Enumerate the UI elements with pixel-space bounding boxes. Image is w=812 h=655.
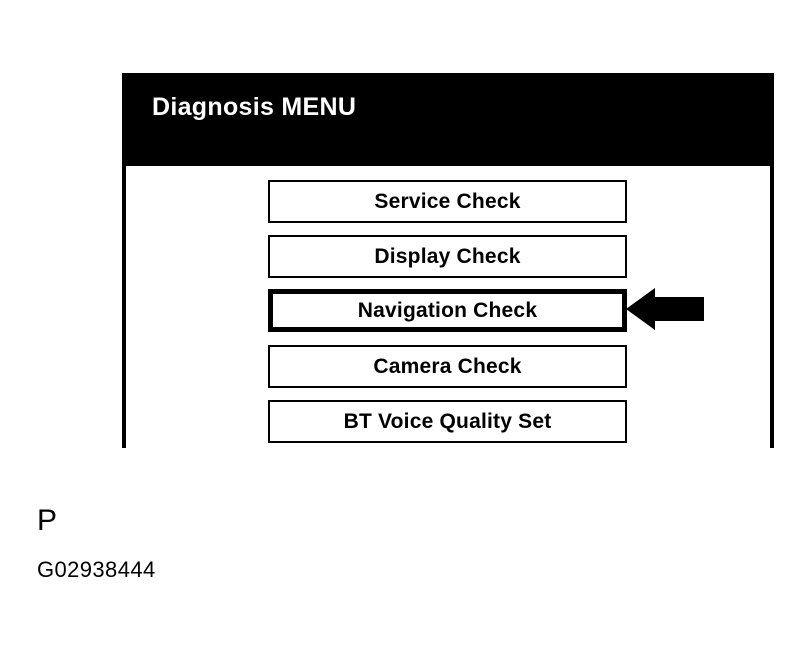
panel-header: Diagnosis MENU	[126, 77, 770, 166]
menu-item-label: Service Check	[374, 190, 521, 213]
arrow-left-glyph	[626, 288, 704, 330]
menu-item-display-check[interactable]: Display Check	[268, 235, 627, 278]
menu-item-label: BT Voice Quality Set	[343, 410, 552, 433]
menu-item-service-check[interactable]: Service Check	[268, 180, 627, 223]
diagnosis-menu-panel: Diagnosis MENU Service Check Display Che…	[122, 73, 774, 452]
menu-item-camera-check[interactable]: Camera Check	[268, 345, 627, 388]
page-title: Diagnosis MENU	[152, 93, 357, 121]
menu-item-navigation-check[interactable]: Navigation Check	[268, 289, 627, 332]
menu-item-label: Navigation Check	[357, 299, 538, 322]
menu-item-label: Display Check	[374, 245, 521, 268]
caption-figure-code: G02938444	[37, 557, 156, 582]
menu-item-bt-voice-quality-set[interactable]: BT Voice Quality Set	[268, 400, 627, 443]
caption-label: P	[37, 504, 58, 537]
arrow-left-icon	[626, 286, 704, 332]
menu-item-label: Camera Check	[373, 355, 522, 378]
